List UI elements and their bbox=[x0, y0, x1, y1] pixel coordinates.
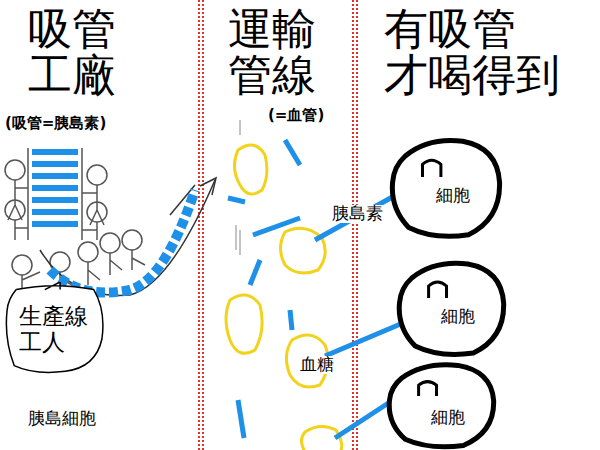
part-label: 血糖 bbox=[298, 356, 336, 374]
section-title: 有吸管 才喝得到 bbox=[384, 6, 584, 98]
speech-bubble: 生產線 工人 bbox=[4, 282, 106, 377]
node-text: 細胞 bbox=[399, 408, 497, 427]
cell-blob: 細胞 bbox=[385, 360, 497, 450]
cell-blob: 細胞 bbox=[388, 135, 503, 240]
node-text: 生產線 工人 bbox=[19, 304, 91, 355]
note: (=血管) bbox=[268, 108, 358, 124]
part-label: 胰島素 bbox=[330, 205, 385, 223]
cell-outline bbox=[385, 360, 497, 450]
section-title: 運輸 管線 bbox=[228, 6, 333, 98]
note: (吸管=胰島素) bbox=[5, 116, 195, 132]
node-text: 細胞 bbox=[402, 186, 503, 205]
cell-blob: 細胞 bbox=[395, 258, 507, 358]
section-title: 吸管 工廠 bbox=[28, 6, 133, 98]
node-text: 細胞 bbox=[409, 307, 507, 326]
part-label: 胰島細胞 bbox=[28, 410, 148, 428]
